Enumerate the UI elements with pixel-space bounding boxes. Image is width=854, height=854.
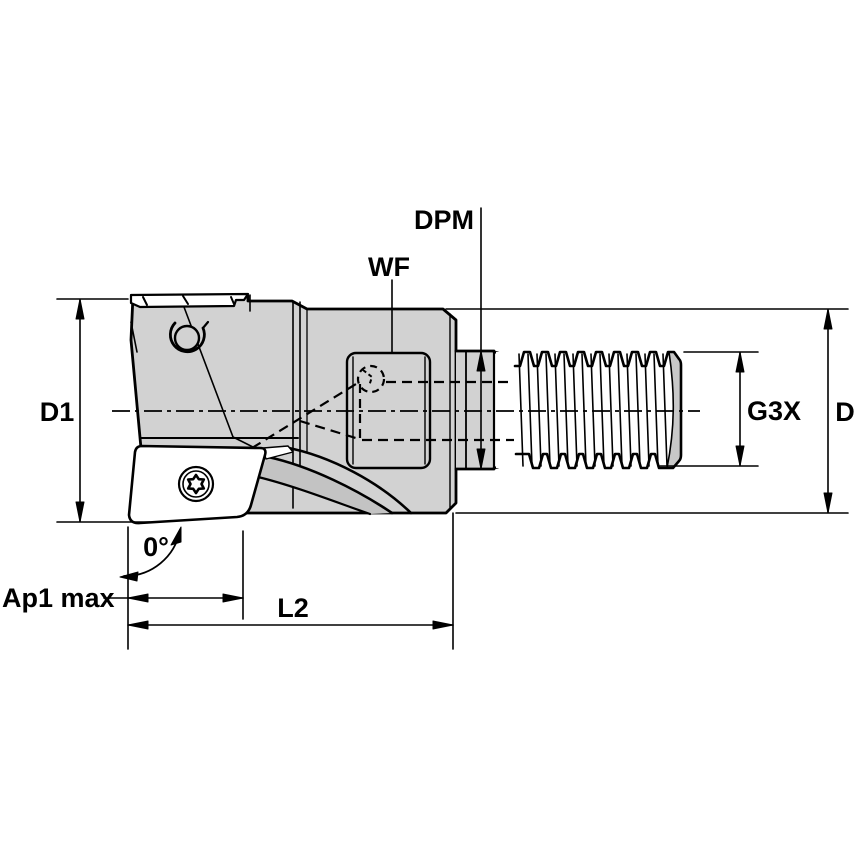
- hidden-screw-outline: [356, 364, 386, 394]
- dimension-l2: [127, 512, 454, 650]
- hidden-projection-diagonal: [299, 419, 360, 441]
- label-g3x: G3X: [747, 396, 801, 426]
- g3x-arrow-down: [735, 445, 745, 467]
- flute-curve-inner: [256, 475, 372, 516]
- ap1-arrow-right: [222, 593, 244, 603]
- d-arrow-down: [823, 492, 833, 514]
- label-ap1-max: Ap1 max: [2, 583, 115, 613]
- d1-arrow-up: [75, 298, 85, 320]
- dimension-ap1-max: [103, 526, 244, 650]
- left-edge-seam: [130, 321, 138, 353]
- dpm-arrow-down: [476, 448, 486, 470]
- thread-outline: [513, 350, 683, 470]
- hidden-screw-inner-marks: [362, 369, 373, 387]
- insert-top-tick: [182, 295, 189, 305]
- insert-front: [127, 444, 267, 525]
- l2-arrow-left: [127, 620, 149, 630]
- dpm-arrow-up: [476, 350, 486, 372]
- d1-arrow-down: [75, 501, 85, 523]
- thread-flank-lines: [518, 353, 668, 467]
- hidden-projection-diagonal: [251, 383, 357, 449]
- neck-fill: [456, 351, 494, 469]
- dimension-dpm: [476, 207, 486, 470]
- flute-curve-middle: [266, 455, 394, 515]
- thread-underlay: [496, 352, 681, 468]
- clamp-screw-hole: [168, 320, 210, 354]
- insert-top-outline: [129, 292, 250, 309]
- label-d: D: [835, 397, 854, 427]
- dimension-g3x: [659, 351, 759, 467]
- flute-shade: [258, 457, 392, 514]
- screw-pocket-ear: [201, 320, 210, 330]
- label-d1: D1: [40, 397, 75, 427]
- insert-top: [129, 292, 251, 312]
- insert-top-tick: [142, 296, 148, 306]
- threaded-shank: [496, 350, 683, 470]
- dimension-d1: [56, 298, 151, 523]
- angle-arrow-bottom: [119, 571, 139, 582]
- screw-pocket-arc: [168, 321, 206, 354]
- flute-curve-outer: [282, 445, 413, 515]
- ap1-arrow-left: [127, 593, 149, 603]
- label-lead-angle: 0°: [143, 532, 169, 562]
- label-dpm: DPM: [414, 205, 474, 235]
- dimension-d: [445, 308, 849, 514]
- angle-arrow-top: [170, 526, 182, 546]
- label-l2: L2: [277, 593, 309, 623]
- label-wf: WF: [368, 252, 410, 282]
- hidden-detail-lines: [251, 364, 514, 449]
- torx-star: [186, 473, 206, 495]
- l2-arrow-right: [432, 620, 454, 630]
- torx-screw: [177, 465, 215, 503]
- d-arrow-up: [823, 308, 833, 330]
- insert-top-tick: [230, 296, 235, 305]
- g3x-arrow-up: [735, 351, 745, 373]
- screw-hole-circle: [173, 324, 201, 352]
